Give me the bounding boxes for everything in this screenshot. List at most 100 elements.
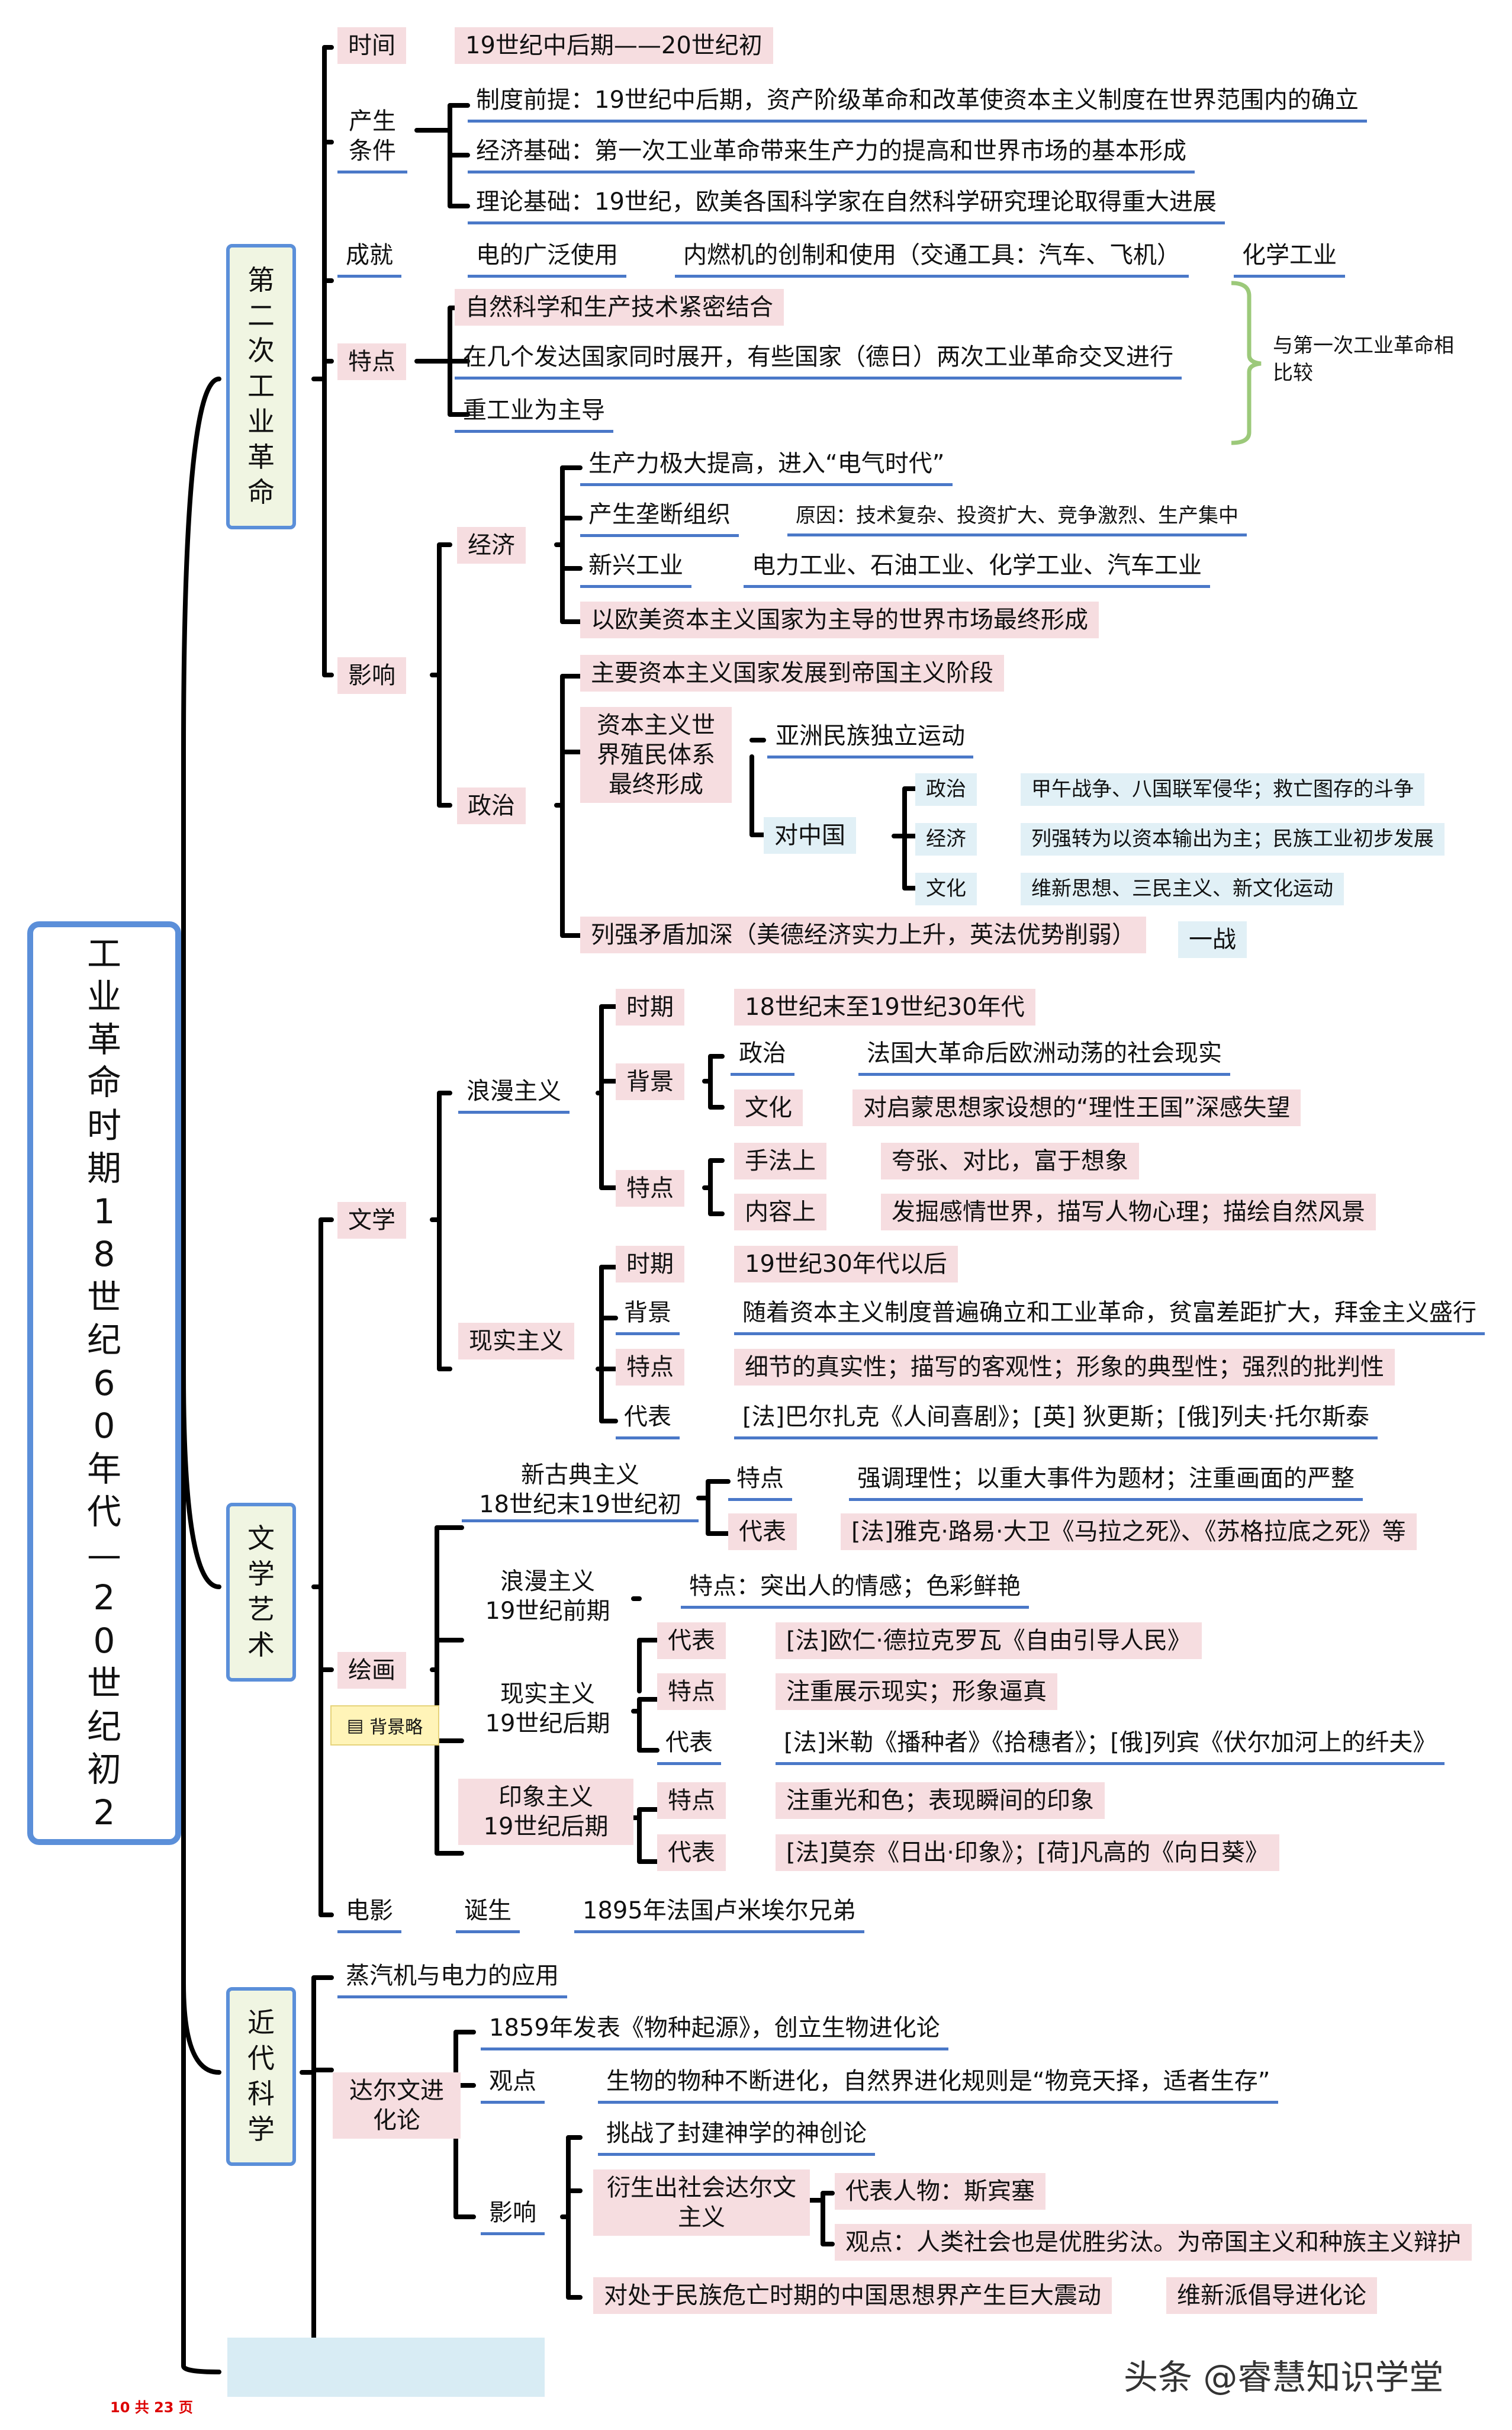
condition-item[interactable]: 制度前提：19世纪中后期，资产阶级革命和改革使资本主义制度在世界范围内的确立 xyxy=(468,84,1367,123)
rom-rep-value[interactable]: [法]欧仁·德拉克罗瓦《自由引导人民》 xyxy=(776,1622,1202,1659)
economy-item[interactable]: 产生垄断组织 xyxy=(580,499,739,537)
china-culture-label[interactable]: 文化 xyxy=(915,873,977,905)
bg-politics-value[interactable]: 法国大革命后欧洲动荡的社会现实 xyxy=(858,1037,1230,1076)
bg-culture-label[interactable]: 文化 xyxy=(734,1089,803,1126)
film-birth-value[interactable]: 1895年法国卢米埃尔兄弟 xyxy=(574,1895,864,1933)
label-time[interactable]: 时间 xyxy=(337,27,406,64)
period-value[interactable]: 19世纪30年代以后 xyxy=(734,1246,958,1282)
neo-rep-value[interactable]: [法]雅克·路易·大卫《马拉之死》、《苏格拉底之死》等 xyxy=(841,1513,1417,1550)
features-value[interactable]: 细节的真实性；描写的客观性；形象的典型性；强烈的批判性 xyxy=(734,1349,1395,1386)
rom-feat[interactable]: 特点：突出人的情感；色彩鲜艳 xyxy=(681,1570,1029,1609)
label-period[interactable]: 时期 xyxy=(616,989,684,1026)
background-value[interactable]: 随着资本主义制度普遍确立和工业革命，贫富差距扩大，拜金主义盛行 xyxy=(734,1297,1485,1335)
label-literature[interactable]: 文学 xyxy=(337,1202,406,1239)
condition-item[interactable]: 经济基础：第一次工业革命带来生产力的提高和世界市场的基本形成 xyxy=(468,135,1195,173)
label-features[interactable]: 特点 xyxy=(616,1349,684,1386)
feature-item[interactable]: 在几个发达国家同时展开，有些国家（德日）两次工业革命交叉进行 xyxy=(455,341,1182,380)
china-impact[interactable]: 对处于民族危亡时期的中国思想界产生巨大震动 xyxy=(593,2277,1112,2314)
label-impact[interactable]: 影响 xyxy=(337,657,406,694)
label-achievements[interactable]: 成就 xyxy=(337,239,401,278)
comment-icon: ▤ xyxy=(346,1715,364,1736)
bg-politics-label[interactable]: 政治 xyxy=(731,1037,794,1076)
label-film[interactable]: 电影 xyxy=(337,1895,401,1933)
real-rep-value[interactable]: [法]米勒《播种者》《拾穗者》；[俄]列宾《伏尔加河上的纤夫》 xyxy=(776,1727,1445,1765)
representatives-value[interactable]: [法]巴尔扎克《人间喜剧》；[英] 狄更斯；[俄]列夫·托尔斯泰 xyxy=(734,1401,1378,1439)
neo-feat-label[interactable]: 特点 xyxy=(728,1462,792,1501)
great-power-rivalry[interactable]: 列强矛盾加深（美德经济实力上升，英法优势削弱） xyxy=(580,917,1146,953)
achievement-item[interactable]: 内燃机的创制和使用（交通工具：汽车、飞机） xyxy=(675,239,1189,278)
economy-item[interactable]: 生产力极大提高，进入“电气时代” xyxy=(580,448,953,486)
real-feat-label[interactable]: 特点 xyxy=(657,1673,726,1710)
imp-feat-label[interactable]: 特点 xyxy=(657,1782,726,1819)
china-culture-value[interactable]: 维新思想、三民主义、新文化运动 xyxy=(1021,873,1344,905)
neo-rep-label[interactable]: 代表 xyxy=(728,1513,797,1550)
china-politics-value[interactable]: 甲午战争、八国联军侵华；救亡图存的斗争 xyxy=(1021,773,1424,806)
label-representatives[interactable]: 代表 xyxy=(616,1401,680,1439)
label-politics[interactable]: 政治 xyxy=(457,787,526,824)
neo-feat-value[interactable]: 强调理性；以重大事件为题材；注重画面的严整 xyxy=(849,1462,1363,1501)
social-darwinism[interactable]: 衍生出社会达尔文主义 xyxy=(593,2169,810,2236)
imp-rep-value[interactable]: [法]莫奈《日出·印象》；[荷]凡高的《向日葵》 xyxy=(776,1834,1280,1871)
feature-item[interactable]: 自然科学和生产技术紧密结合 xyxy=(455,289,784,326)
content-label[interactable]: 内容上 xyxy=(734,1194,826,1230)
branch-modern-science[interactable]: 近代科学 xyxy=(226,1987,296,2166)
label-features[interactable]: 特点 xyxy=(616,1170,684,1207)
branch-second-industrial-revolution[interactable]: 第二次工业革命 xyxy=(226,244,296,529)
real-rep-label[interactable]: 代表 xyxy=(657,1727,721,1765)
bg-culture-value[interactable]: 对启蒙思想家设想的“理性王国”深感失望 xyxy=(852,1089,1301,1126)
real-feat-value[interactable]: 注重展示现实；形象逼真 xyxy=(776,1673,1057,1710)
label-to-china[interactable]: 对中国 xyxy=(764,817,856,854)
impact-label[interactable]: 影响 xyxy=(481,2197,545,2235)
film-birth-label[interactable]: 诞生 xyxy=(456,1895,520,1933)
method-value[interactable]: 夸张、对比，富于想象 xyxy=(881,1143,1139,1179)
view-value[interactable]: 生物的物种不断进化，自然界进化规则是“物竞天择，适者生存” xyxy=(598,2065,1279,2104)
period-value[interactable]: 18世纪末至19世纪30年代 xyxy=(734,989,1035,1026)
achievement-item[interactable]: 电的广泛使用 xyxy=(468,239,626,278)
lit-romanticism[interactable]: 浪漫主义 xyxy=(458,1075,570,1114)
content-value[interactable]: 发掘感情世界，描写人物心理；描绘自然风景 xyxy=(881,1194,1376,1230)
condition-item[interactable]: 理论基础：19世纪，欧美各国科学家在自然科学研究理论取得重大进展 xyxy=(468,186,1225,224)
social-darwinism-view[interactable]: 观点：人类社会也是优胜劣汰。为帝国主义和种族主义辩护 xyxy=(835,2224,1472,2261)
comment-note[interactable]: ▤背景略 xyxy=(330,1705,439,1746)
colonial-system[interactable]: 资本主义世界殖民体系最终形成 xyxy=(580,707,732,803)
spencer[interactable]: 代表人物：斯宾塞 xyxy=(835,2173,1045,2210)
reformists[interactable]: 维新派倡导进化论 xyxy=(1166,2277,1377,2314)
time-value[interactable]: 19世纪中后期——20世纪初 xyxy=(455,27,773,64)
label-conditions[interactable]: 产生条件 xyxy=(337,105,407,173)
label-background[interactable]: 背景 xyxy=(616,1063,684,1100)
rom-rep-label[interactable]: 代表 xyxy=(657,1622,726,1659)
imperialism-stage[interactable]: 主要资本主义国家发展到帝国主义阶段 xyxy=(580,655,1004,692)
imp-rep-label[interactable]: 代表 xyxy=(657,1834,726,1871)
feature-item[interactable]: 重工业为主导 xyxy=(455,394,613,433)
lit-realism[interactable]: 现实主义 xyxy=(458,1323,574,1359)
label-painting[interactable]: 绘画 xyxy=(337,1652,406,1689)
monopoly-reason[interactable]: 原因：技术复杂、投资扩大、竞争激烈、生产集中 xyxy=(787,502,1247,536)
method-label[interactable]: 手法上 xyxy=(734,1143,826,1179)
origin-of-species[interactable]: 1859年发表《物种起源》，创立生物进化论 xyxy=(481,2012,948,2050)
empty-topic[interactable] xyxy=(227,2338,545,2397)
china-economy-value[interactable]: 列强转为以资本输出为主；民族工业初步发展 xyxy=(1021,823,1445,856)
imp-feat-value[interactable]: 注重光和色；表现瞬间的印象 xyxy=(776,1782,1105,1819)
label-period[interactable]: 时期 xyxy=(616,1246,684,1282)
ww1[interactable]: 一战 xyxy=(1178,921,1247,958)
asia-independence[interactable]: 亚洲民族独立运动 xyxy=(767,720,973,758)
label-features[interactable]: 特点 xyxy=(337,343,406,380)
darwinism[interactable]: 达尔文进化论 xyxy=(333,2072,461,2139)
view-label[interactable]: 观点 xyxy=(481,2065,545,2104)
challenge-creationism[interactable]: 挑战了封建神学的神创论 xyxy=(598,2117,875,2156)
new-industries[interactable]: 电力工业、石油工业、化学工业、汽车工业 xyxy=(744,549,1210,588)
achievement-item[interactable]: 化学工业 xyxy=(1234,239,1345,278)
economy-item[interactable]: 以欧美资本主义国家为主导的世界市场最终形成 xyxy=(580,602,1099,638)
china-politics-label[interactable]: 政治 xyxy=(915,773,977,806)
label-background[interactable]: 背景 xyxy=(616,1297,680,1335)
label-economy[interactable]: 经济 xyxy=(457,527,526,564)
steam-electricity[interactable]: 蒸汽机与电力的应用 xyxy=(337,1960,567,1998)
china-economy-label[interactable]: 经济 xyxy=(915,823,977,856)
economy-item[interactable]: 新兴工业 xyxy=(580,549,691,588)
branch-literature-art[interactable]: 文学艺术 xyxy=(226,1503,296,1682)
root-topic[interactable]: 工业革命时期 18世纪60年代—20世纪初 2 xyxy=(27,921,181,1845)
